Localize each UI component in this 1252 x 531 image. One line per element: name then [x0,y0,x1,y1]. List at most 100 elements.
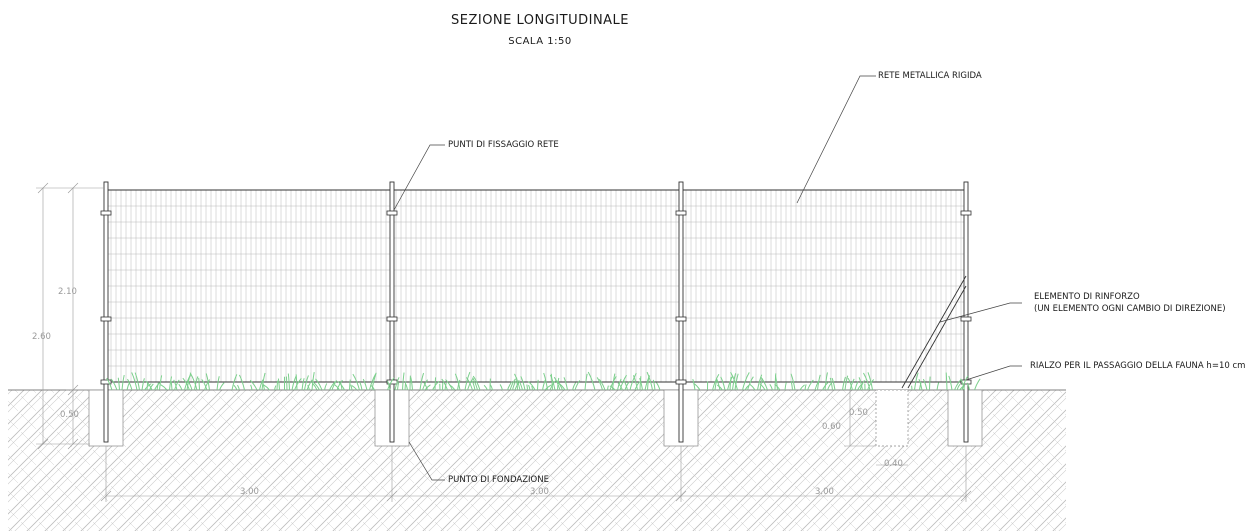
grass-blade [760,376,768,391]
grass-blade [655,382,661,391]
grass-blade [831,377,836,391]
grass-blade [370,384,375,391]
grass-blade [173,379,178,391]
grass-blade [629,372,637,391]
grass-blade [465,377,473,391]
grass-blade [784,382,787,391]
grass-blade [854,381,859,391]
grass-blade [824,372,828,391]
page-title: SEZIONE LONGITUDINALE [450,13,630,28]
grass-blade [537,379,539,391]
dim-detail-depth-a: 0.50 [849,408,868,418]
grass-blade [842,376,846,391]
leader-reinforcement [939,302,1022,323]
grass-blade [312,383,318,391]
grass-blade [849,378,855,391]
grass-blade [454,373,461,391]
grass-blade [359,381,363,391]
grass-blade [441,378,448,391]
grass-blade [117,377,120,391]
grass-blade [402,372,405,391]
fixing-clamp [675,210,687,216]
grass-blade [936,382,940,391]
grass-blade [598,379,606,391]
grass-blade [276,380,279,391]
grass-blade [350,384,353,391]
grass-blade [134,372,140,391]
grass-blade [329,381,336,391]
dim-spacing-2: 3.00 [530,487,549,497]
metal-mesh [105,189,967,383]
post-2 [389,181,395,443]
grass-blade [274,385,277,391]
post-3 [678,181,684,443]
dim-detail-width: 0.40 [884,459,903,469]
grass-blade [960,378,965,391]
grass-blade [237,384,240,391]
grass-blade [859,380,865,391]
fixing-clamp [386,316,398,322]
grass-blade [542,379,546,391]
leader-mesh [796,75,876,204]
grass-blade [201,379,208,391]
grass-blade [349,379,351,391]
fixing-clamp [100,379,112,385]
grass-blade [110,378,118,391]
grass-blade [324,383,328,391]
grass-blade [867,379,875,391]
grass-blade [159,375,163,391]
grass-blade [747,376,754,391]
grass-blade [727,375,734,391]
grass-blade [424,384,431,391]
grass-blade [646,371,653,391]
grass-blade [307,385,310,391]
grass-blade [127,378,133,391]
grass-blade [520,376,526,391]
grass-blade [351,385,358,391]
grass-blade [149,383,154,391]
grass-blade [624,381,630,391]
grass-blade [639,377,643,391]
grass-blade [749,383,756,391]
fixing-clamp [100,316,112,322]
grass-blade [233,384,238,391]
dim-tick [67,384,79,396]
grass-blade [294,378,302,391]
grass-blade [757,374,763,391]
grass-blade [584,373,588,391]
grass-blade [362,378,368,391]
grass-blade [471,380,476,391]
grass-blade [219,382,225,391]
grass-blade [742,372,750,391]
grass-blade [419,372,425,391]
grass-blade [397,382,400,391]
grass-blade [331,380,338,391]
grass-blade [829,377,833,391]
grass-blade [394,377,400,391]
grass-blade [623,380,628,391]
grass-blade [528,381,536,391]
grass-blade [774,375,778,391]
grass-blade [557,382,566,391]
grass-blade [204,379,211,391]
grass-blade [858,377,863,391]
grass-blade [647,376,650,391]
grass-blade [146,382,149,391]
grass-blade [472,377,478,391]
grass-blade [169,376,173,391]
grass-blade [145,380,153,391]
page-subtitle: SCALA 1:50 [508,36,572,47]
grass-blade [759,383,766,391]
grass-blade [716,384,723,391]
grass-blade [194,376,199,391]
grass-blade [966,382,970,391]
grass-blade [434,377,437,391]
grass-blade [216,376,220,391]
grass-blade [259,379,264,391]
grass-blade [448,384,456,391]
grass-blade [919,381,922,391]
grass-blade [304,375,309,391]
label-reinforcement: ELEMENTO DI RINFORZO [1034,292,1140,302]
grass-blade [250,384,253,391]
grass-blade [295,374,298,391]
